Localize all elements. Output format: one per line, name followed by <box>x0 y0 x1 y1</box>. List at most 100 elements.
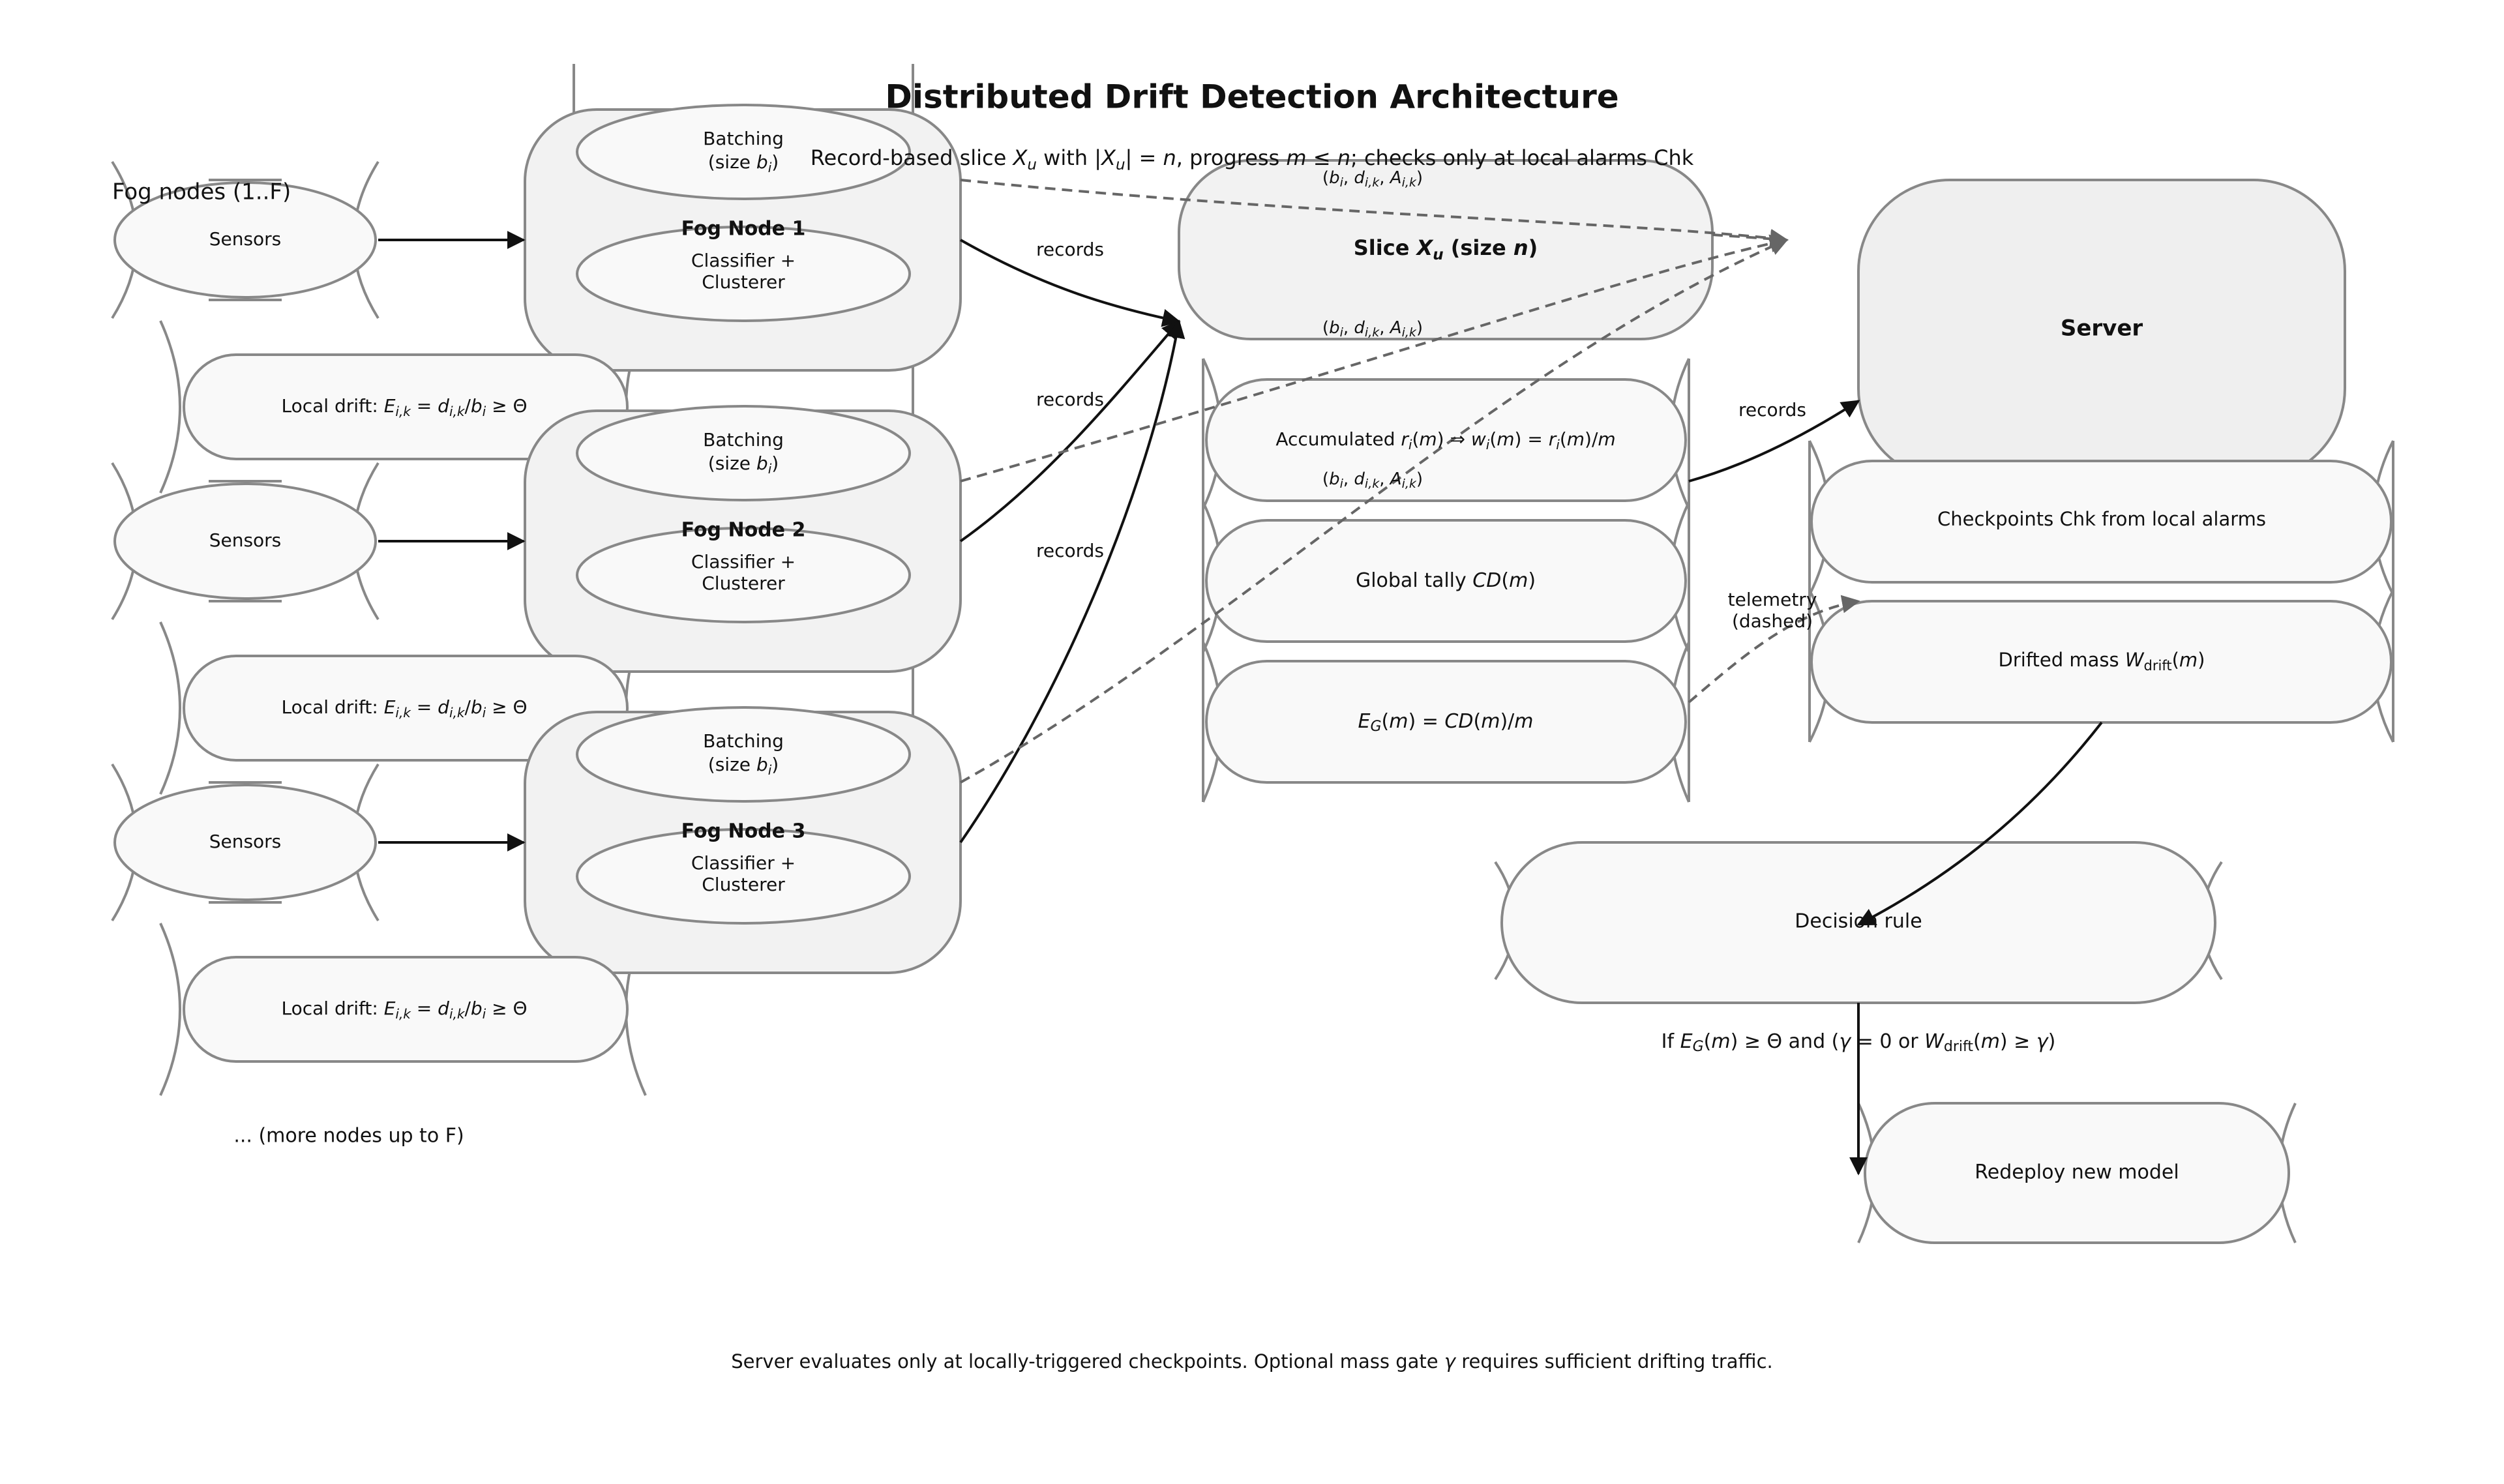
accumulated-label-part: ) = <box>1515 428 1549 450</box>
local-drift-1-label-part: ≥ Θ <box>486 395 527 417</box>
tuple-label-mid-part: i,k <box>1365 325 1380 340</box>
local-drift-3-label-part: d <box>438 998 449 1019</box>
drifted-mass-label-part: ( <box>2172 649 2179 671</box>
fog-node-1-batching-box <box>576 104 911 200</box>
local-drift-2-box <box>183 655 629 762</box>
accumulated-label: Accumulated ri(m) ⇒ wi(m) = ri(m)/m <box>1275 428 1615 453</box>
decision-condition-part: ( <box>1704 1030 1712 1053</box>
global-tally-label: Global tally CD(m) <box>1356 569 1536 592</box>
batching-size-label: (size bi) <box>708 754 779 778</box>
decision-condition-part: γ <box>2036 1030 2049 1053</box>
telemetry-label: telemetry <box>1728 589 1817 610</box>
local-drift-2-label-part: i <box>483 705 486 720</box>
clusterer-label: Clusterer <box>702 572 785 594</box>
classifier-label: Classifier + <box>691 250 796 271</box>
local-drift-1-box <box>183 353 629 460</box>
footer-note-part: requires sufficient drifting traffic. <box>1455 1350 1773 1373</box>
tuple-label-top-part: ( <box>1322 168 1329 188</box>
sensors-3-box <box>113 784 377 901</box>
fog-node-3-batching-box <box>576 706 911 803</box>
accumulated-box <box>1205 378 1687 502</box>
decision-condition-part: m <box>1981 1030 2000 1053</box>
local-drift-1-left-arc <box>159 320 181 494</box>
tuple-label-top-part: , <box>1343 168 1354 188</box>
local-drift-3-label-part: E <box>384 998 396 1019</box>
tuple-label-mid-part: ) <box>1416 318 1423 338</box>
accumulated-label-part: Accumulated <box>1275 428 1401 450</box>
page-subtitle-part: u <box>1027 156 1037 173</box>
page-subtitle-part: u <box>1116 156 1125 173</box>
fog-node-3-classifier-box <box>576 828 911 925</box>
local-drift-1-label-part: = <box>411 395 438 417</box>
drifted-mass-label-part: Drifted mass <box>1999 649 2125 671</box>
local-drift-2-label-part: E <box>384 696 396 718</box>
local-drift-3-label-part: i <box>483 1006 486 1022</box>
local-drift-3-label-part: Local drift: <box>281 998 383 1019</box>
local-drift-1-label-part: E <box>384 395 396 417</box>
server-label: Server <box>2061 316 2143 342</box>
tuple-label-mid: (bi, di,k, Ai,k) <box>1322 318 1423 340</box>
aggregator-to-server-arrow <box>1688 400 1860 482</box>
batching-label: Batching <box>703 128 784 149</box>
eg-label-part: )/ <box>1500 710 1515 733</box>
tuple-label-top-part: d <box>1354 168 1365 188</box>
local-drift-2-label-part: / <box>464 696 471 718</box>
fog2-to-slice-arrow <box>959 319 1180 542</box>
local-drift-2-label-part: Local drift: <box>281 696 383 718</box>
tuple-label-top-part: i <box>1340 175 1344 190</box>
accumulated-label-part: m <box>1567 428 1585 450</box>
batching-size-label-part: (size <box>708 151 756 173</box>
global-tally-label-part: ) <box>1528 569 1536 592</box>
sensors-2-box <box>113 482 377 600</box>
batching-size-label-part: i <box>768 160 772 175</box>
footer-note-part: Server evaluates only at locally-trigger… <box>731 1350 1444 1373</box>
tuple-label-low: (bi, di,k, Ai,k) <box>1322 469 1423 491</box>
local-drift-3-left-arc <box>159 923 181 1096</box>
global-tally-box <box>1205 519 1687 643</box>
eg-label: EG(m) = CD(m)/m <box>1358 710 1534 735</box>
slice-label-part: (size <box>1444 235 1513 260</box>
page-subtitle: Record-based slice Xu with |Xu| = n, pro… <box>811 145 1694 173</box>
fog-node-2-title: Fog Node 2 <box>681 519 806 542</box>
accumulated-label-part: m <box>1497 428 1514 450</box>
clusterer-label: Clusterer <box>702 874 785 895</box>
batching-size-label: (size bi) <box>708 151 779 175</box>
tuple-label-top-part: , <box>1379 168 1390 188</box>
records-label-server: records <box>1738 399 1806 421</box>
accumulated-label-part: ) ⇒ <box>1437 428 1471 450</box>
server-to-decision-arrow <box>1856 721 2103 926</box>
more-nodes-note: ... (more nodes up to F) <box>233 1125 464 1148</box>
classifier-label: Classifier + <box>691 551 796 572</box>
slice-box <box>1178 159 1714 340</box>
drifted-mass-label: Drifted mass Wdrift(m) <box>1999 649 2205 674</box>
sensors-1-box <box>113 181 377 299</box>
fog-node-2-batching-box <box>576 405 911 501</box>
local-drift-1-label-part: i,k <box>395 404 411 419</box>
eg-label-part: ( <box>1382 710 1390 733</box>
global-tally-label-part: ( <box>1501 569 1509 592</box>
page-subtitle-part: ≤ <box>1307 145 1337 170</box>
local-drift-2-label-part: = <box>411 696 438 718</box>
accumulated-label-part: r <box>1549 428 1557 450</box>
page-subtitle-part: | = <box>1125 145 1163 170</box>
decision-condition-part: ( <box>1973 1030 1981 1053</box>
fog1-to-slice-arrow <box>960 239 1181 327</box>
local-drift-1-label-part: b <box>471 395 483 417</box>
page-title: Distributed Drift Detection Architecture <box>885 78 1618 116</box>
sensors-2-label: Sensors <box>209 529 282 551</box>
batching-size-label-part: ) <box>771 151 779 173</box>
slice-label-part: ) <box>1528 235 1538 260</box>
fog3-to-slice-arrow <box>959 319 1185 844</box>
tuple-label-mid-part: i <box>1340 325 1344 340</box>
tuple-label-low-part: , <box>1343 469 1354 489</box>
tuple-label-top-part: i,k <box>1402 175 1417 190</box>
page-subtitle-part: , progress <box>1176 145 1287 170</box>
fog-node-1-classifier-box <box>576 226 911 322</box>
accumulated-label-part: w <box>1471 428 1486 450</box>
tuple-label-low-part: ( <box>1322 469 1329 489</box>
batching-size-label-part: b <box>756 754 768 775</box>
tuple-label-top: (bi, di,k, Ai,k) <box>1322 168 1423 190</box>
classifier-label: Classifier + <box>691 852 796 874</box>
fog-node-2-classifier-box <box>576 527 911 623</box>
tuple-label-top-part: A <box>1389 168 1402 188</box>
